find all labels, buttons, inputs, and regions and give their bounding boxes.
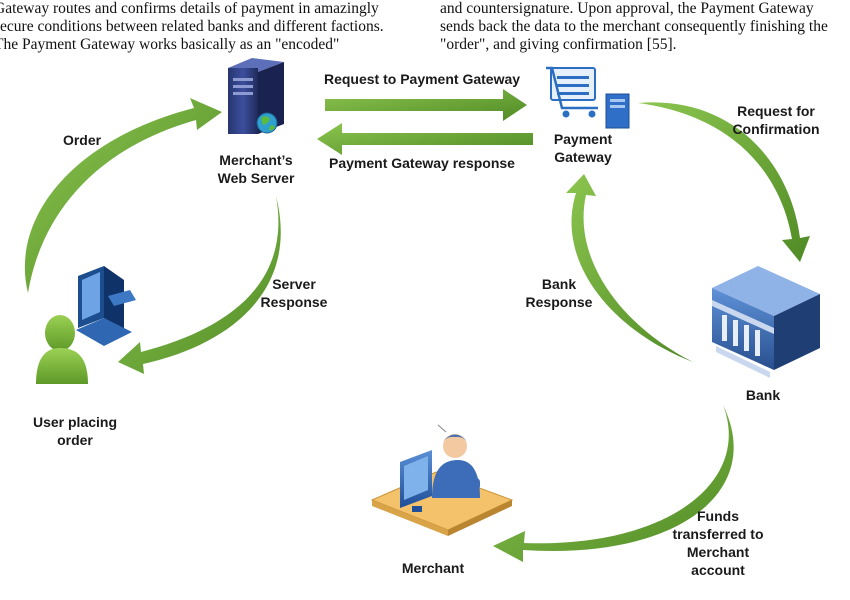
merchant-icon bbox=[370, 424, 514, 536]
arrow-request-to-gateway bbox=[325, 89, 527, 121]
arrow-gateway-response bbox=[317, 123, 533, 155]
user-person-icon bbox=[36, 315, 88, 384]
web-server-icon bbox=[228, 58, 284, 134]
node-label-payment-gateway: Payment Gateway bbox=[553, 131, 613, 165]
paper-line: and countersignature. Upon approval, the… bbox=[440, 0, 814, 17]
arrow-funds-transferred bbox=[493, 405, 734, 562]
paper-line: Gateway routes and confirms details of p… bbox=[0, 0, 379, 17]
paper-line: sends back the data to the merchant cons… bbox=[440, 18, 828, 35]
paper-line: "order", and giving confirmation [55]. bbox=[440, 36, 677, 53]
edge-label-bank-response: Bank Response bbox=[525, 276, 593, 310]
edge-label-request-confirmation: Request for Confirmation bbox=[732, 103, 820, 137]
bank-icon bbox=[712, 266, 820, 378]
edge-label-order: Order bbox=[62, 132, 102, 148]
node-label-bank: Bank bbox=[745, 387, 781, 403]
edge-label-gateway-response: Payment Gateway response bbox=[329, 155, 515, 171]
node-label-merchant: Merchant bbox=[401, 560, 465, 576]
paper-text-right: and countersignature. Upon approval, the… bbox=[440, 0, 850, 54]
arrow-request-confirmation bbox=[638, 102, 810, 262]
user-computer-icon bbox=[76, 266, 136, 346]
edge-label-request-gateway: Request to Payment Gateway bbox=[323, 71, 521, 87]
paper-line: secure conditions between related banks … bbox=[0, 18, 384, 35]
arrow-order bbox=[24, 98, 223, 293]
edge-label-server-response: Server Response bbox=[260, 276, 328, 310]
arrow-bank-response bbox=[566, 174, 693, 362]
node-label-web-server: Merchant’s Web Server bbox=[217, 152, 295, 186]
payment-gateway-icon bbox=[546, 66, 630, 129]
paper-line: The Payment Gateway works basically as a… bbox=[0, 36, 340, 53]
paper-text-left: Gateway routes and confirms details of p… bbox=[0, 0, 412, 54]
arrow-server-response bbox=[118, 196, 281, 374]
edge-label-funds-transferred: Funds transferred to Merchant account bbox=[672, 508, 764, 578]
node-label-user: User placing order bbox=[32, 414, 118, 448]
